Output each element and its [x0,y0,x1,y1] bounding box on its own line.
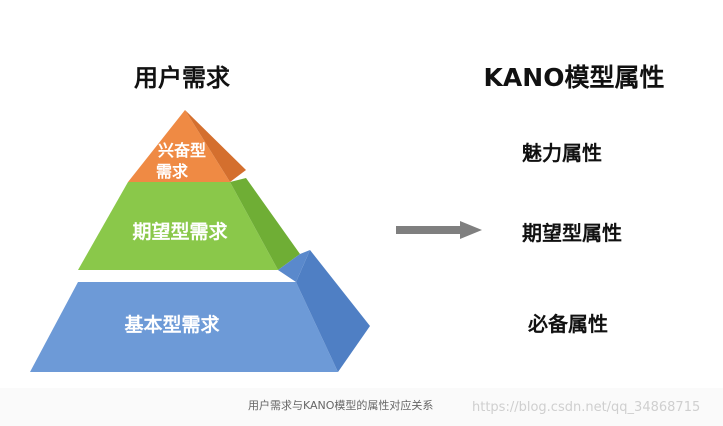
source-watermark: https://blog.csdn.net/qq_34868715 [472,400,701,415]
excitement-need-label-line2: 需求 [156,162,189,181]
attractive-attribute-label: 魅力属性 [522,141,602,165]
mapping-arrow [396,221,482,239]
must-be-attribute-label: 必备属性 [527,312,608,336]
figure-caption: 用户需求与KANO模型的属性对应关系 [248,399,434,412]
pyramid-tier-excitement: 兴奋型 需求 [128,110,246,182]
user-needs-title: 用户需求 [134,64,230,92]
pyramid-tier-basic: 基本型需求 [30,250,370,372]
basic-need-label: 基本型需求 [123,313,220,336]
caption-area [0,388,723,426]
expected-attribute-label: 期望型属性 [522,221,622,245]
excitement-need-label-line1: 兴奋型 [158,141,206,160]
kano-attributes-title: KANO模型属性 [484,63,665,92]
pyramid-tier-expected: 期望型需求 [78,178,300,270]
expected-need-label: 期望型需求 [132,220,228,243]
